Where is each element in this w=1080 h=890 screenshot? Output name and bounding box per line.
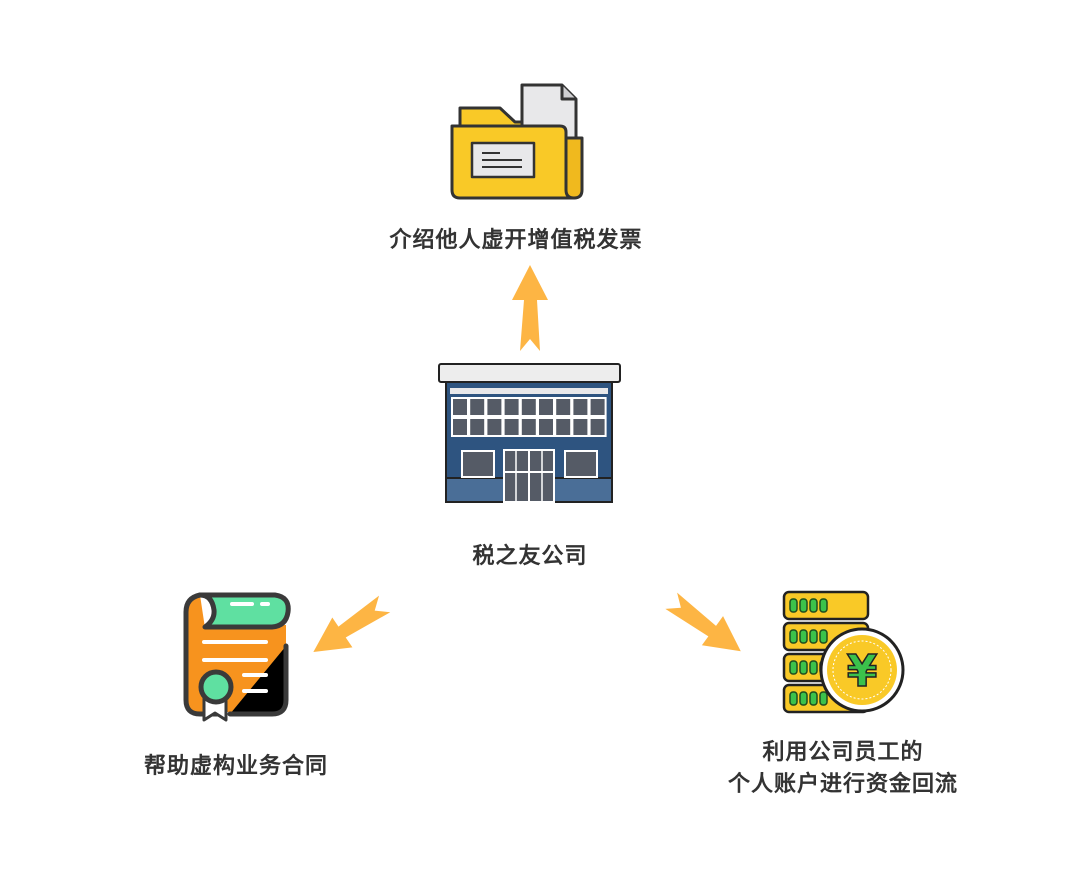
coin-edge-mark xyxy=(799,629,808,644)
yuan-coins-icon: ¥ xyxy=(782,590,905,714)
coin-edge-mark xyxy=(809,598,818,613)
certificate-icon xyxy=(183,592,291,722)
window-icon xyxy=(502,417,521,437)
coin-edge-mark xyxy=(789,660,798,675)
window-icon xyxy=(554,417,573,437)
window-icon xyxy=(588,417,607,437)
arrow-down-left-icon xyxy=(303,589,395,667)
yuan-symbol-icon: ¥ xyxy=(847,646,878,697)
window-icon xyxy=(468,417,487,437)
window-icon xyxy=(554,397,573,417)
window-icon xyxy=(468,397,487,417)
arrow-up-icon xyxy=(512,265,548,351)
node-label-contract: 帮助虚构业务合同 xyxy=(143,754,328,779)
window-icon xyxy=(451,417,469,437)
window-icon xyxy=(588,397,607,417)
node-label-invoice: 介绍他人虚开增值税发票 xyxy=(389,228,643,253)
coin-edge-mark xyxy=(789,691,798,706)
coin-edge-mark xyxy=(789,629,798,644)
folder-icon xyxy=(450,83,584,200)
coin-edge-mark xyxy=(809,629,818,644)
coin-edge-mark xyxy=(809,691,818,706)
coin-edge-mark xyxy=(809,660,818,675)
coin-edge-mark xyxy=(789,598,798,613)
window-icon xyxy=(502,397,521,417)
window-icon xyxy=(571,397,590,417)
window-icon xyxy=(451,397,469,417)
coin-edge-mark xyxy=(799,598,808,613)
building-icon xyxy=(438,363,621,503)
coin-edge-mark xyxy=(819,691,828,706)
node-label-fund-line1: 利用公司员工的 xyxy=(762,740,924,765)
coin-edge-mark xyxy=(799,660,808,675)
coin-edge-mark xyxy=(799,691,808,706)
window-icon xyxy=(537,417,555,437)
window-icon xyxy=(537,397,555,417)
window-icon xyxy=(519,397,538,417)
node-label-fund-line2: 个人账户进行资金回流 xyxy=(727,772,958,797)
center-label-company: 税之友公司 xyxy=(472,544,588,569)
coin-ring xyxy=(832,640,892,700)
coin-edge-mark xyxy=(819,598,828,613)
window-icon xyxy=(485,397,504,417)
arrow-down-right-icon xyxy=(660,586,752,666)
coin-face xyxy=(827,635,897,705)
window-icon xyxy=(519,417,538,437)
coin-edge-mark xyxy=(819,629,828,644)
window-icon xyxy=(571,417,590,437)
window-icon xyxy=(485,417,504,437)
